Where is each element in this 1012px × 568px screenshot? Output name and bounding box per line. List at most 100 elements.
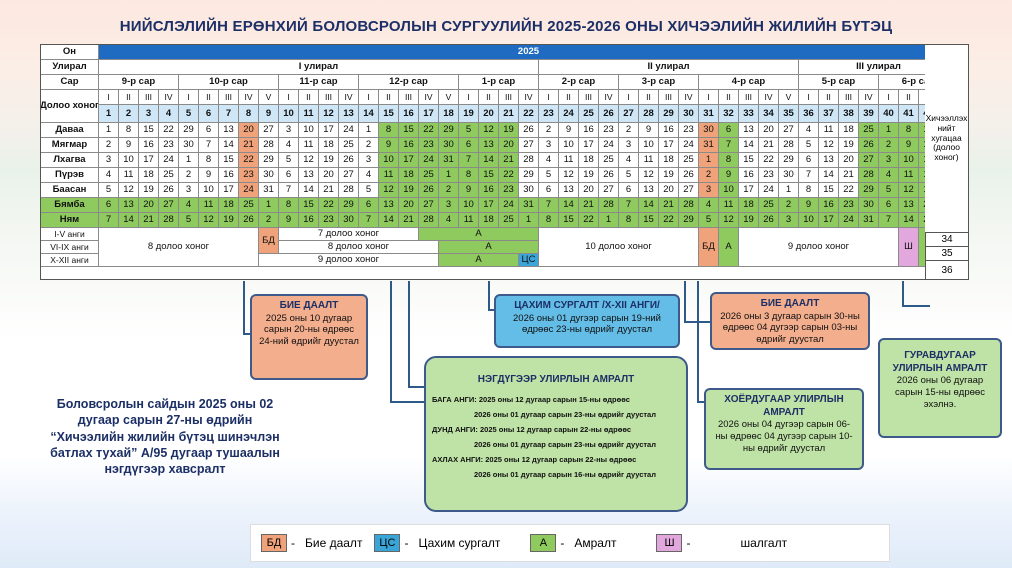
date-cell: 10 [639,138,659,153]
date-cell: 19 [319,153,339,168]
date-cell: 27 [339,168,359,183]
date-cell: 25 [339,138,359,153]
date-cell: 9 [799,198,819,213]
segment-weeks: 7 долоо хоног [279,228,419,241]
segment-rest: А [419,228,539,241]
segment-weeks: 10 долоо хоног [539,228,699,267]
date-cell: 5 [279,153,299,168]
date-cell: 5 [799,138,819,153]
date-cell: 13 [639,183,659,198]
date-cell: 27 [159,198,179,213]
date-cell: 27 [859,153,879,168]
date-cell: 1 [359,123,379,138]
legend: БД - Бие даалт ЦС - Цахим сургалт А - Ам… [250,524,890,562]
date-cell: 23 [239,168,259,183]
date-cell: 10 [199,183,219,198]
date-cell: 17 [399,153,419,168]
date-cell: 25 [679,153,699,168]
week-roman-cell: IV [339,90,359,105]
date-cell: 26 [519,123,539,138]
week-number-cell: 29 [659,105,679,123]
legend-label-online: Цахим сургалт [418,536,501,550]
date-cell: 28 [339,183,359,198]
week-number-cell: 10 [279,105,299,123]
legend-swatch-exam: Ш [656,534,683,552]
date-cell: 20 [239,123,259,138]
connector-line [390,281,392,401]
date-cell: 26 [599,168,619,183]
date-cell: 5 [619,168,639,183]
date-cell: 23 [839,198,859,213]
callout-online-learning: ЦАХИМ СУРГАЛТ /X-XII АНГИ/ 2026 оны 01 д… [494,294,680,348]
date-cell: 13 [899,198,919,213]
date-cell: 17 [479,198,499,213]
week-number-cell: 26 [599,105,619,123]
date-cell: 20 [659,183,679,198]
date-cell: 23 [419,138,439,153]
date-cell: 7 [199,138,219,153]
week-roman-cell: V [779,90,799,105]
date-cell: 1 [439,168,459,183]
date-cell: 6 [359,198,379,213]
date-cell: 25 [859,123,879,138]
date-cell: 22 [239,153,259,168]
date-cell: 15 [479,168,499,183]
date-cell: 1 [599,213,619,228]
date-cell: 24 [499,198,519,213]
week-roman-cell: IV [419,90,439,105]
date-cell: 12 [299,153,319,168]
date-cell: 18 [139,168,159,183]
week-roman-cell: I [619,90,639,105]
week-roman-cell: I [879,90,899,105]
date-cell: 11 [459,213,479,228]
week-roman-cell: II [819,90,839,105]
date-cell: 14 [899,213,919,228]
date-cell: 24 [419,153,439,168]
date-cell: 29 [859,183,879,198]
date-cell: 23 [679,123,699,138]
date-cell: 3 [279,123,299,138]
date-cell: 14 [639,198,659,213]
week-number-cell: 21 [499,105,519,123]
date-cell: 19 [739,213,759,228]
date-cell: 15 [399,123,419,138]
date-cell: 18 [579,153,599,168]
date-cell: 11 [639,153,659,168]
date-cell: 24 [239,183,259,198]
date-cell: 9 [279,213,299,228]
date-cell: 25 [419,168,439,183]
date-cell: 25 [599,153,619,168]
date-cell: 19 [139,183,159,198]
date-cell: 4 [799,123,819,138]
date-cell: 5 [879,183,899,198]
date-cell: 5 [539,168,559,183]
week-number-cell: 15 [379,105,399,123]
week-roman-cell: I [459,90,479,105]
date-cell: 10 [379,153,399,168]
date-cell: 24 [599,138,619,153]
week-roman-cell: II [559,90,579,105]
date-cell: 31 [439,153,459,168]
date-cell: 14 [479,153,499,168]
date-cell: 26 [859,138,879,153]
date-cell: 26 [239,213,259,228]
legend-label-rest: Амралт [574,536,617,550]
date-cell: 17 [739,183,759,198]
date-cell: 8 [619,213,639,228]
week-number-cell: 4 [159,105,179,123]
date-cell: 4 [539,153,559,168]
date-cell: 22 [319,198,339,213]
date-cell: 13 [379,198,399,213]
date-cell: 6 [719,123,739,138]
week-roman-cell: III [139,90,159,105]
date-cell: 28 [259,138,279,153]
date-cell: 9 [899,138,919,153]
date-cell: 18 [659,153,679,168]
date-cell: 27 [419,198,439,213]
week-roman-cell: III [399,90,419,105]
date-cell: 25 [159,168,179,183]
week-roman-cell: I [179,90,199,105]
date-cell: 22 [499,168,519,183]
date-cell: 2 [439,183,459,198]
